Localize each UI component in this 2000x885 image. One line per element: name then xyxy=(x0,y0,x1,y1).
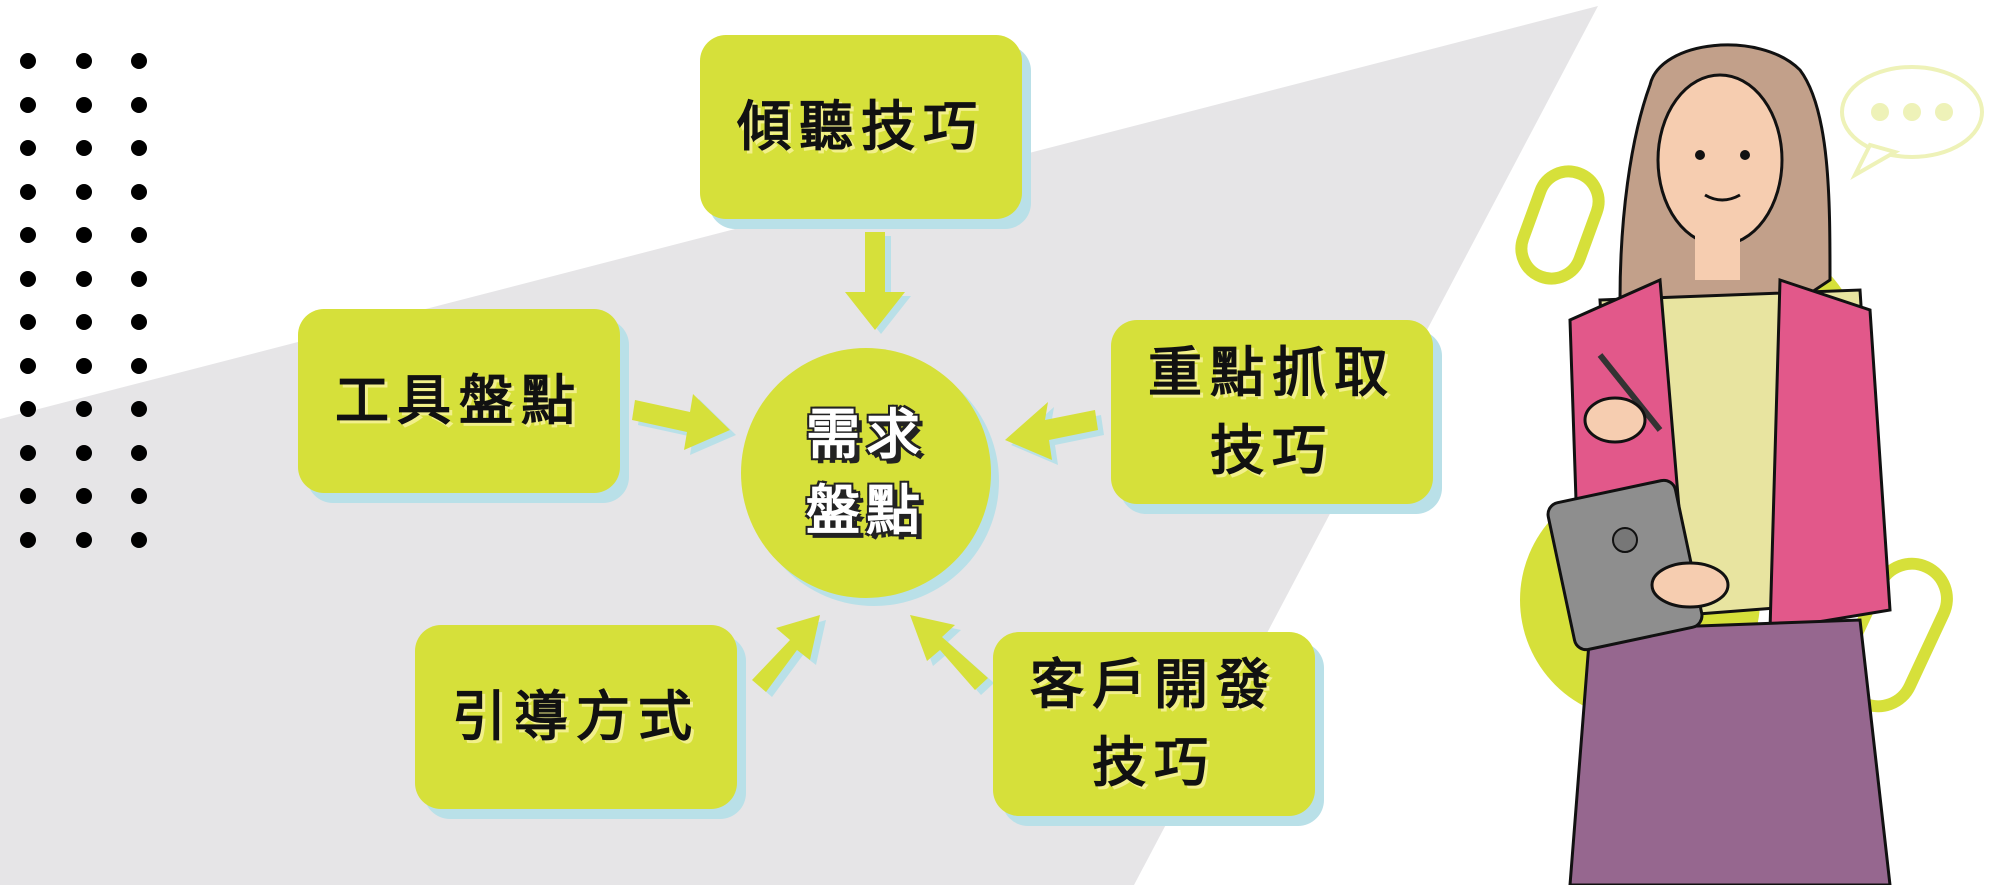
decorative-dot xyxy=(76,140,92,156)
decorative-dot xyxy=(20,270,36,287)
node-label: 引導方式 xyxy=(452,685,700,748)
decorative-dot xyxy=(131,140,147,156)
node-client-development-skills: 客戶開發 技巧 xyxy=(993,632,1315,816)
decorative-dot xyxy=(76,488,92,504)
decorative-dot xyxy=(20,444,36,461)
decorative-dot xyxy=(20,96,36,113)
decorative-dot xyxy=(20,357,36,374)
center-label: 需求 盤點 xyxy=(806,403,926,542)
arrow-from-listening xyxy=(845,232,911,334)
decorative-dot xyxy=(20,401,36,417)
decorative-dot xyxy=(20,488,36,504)
decorative-dot xyxy=(131,227,147,243)
node-label: 重點抓取 技巧 xyxy=(1148,341,1396,482)
decorative-dot xyxy=(131,531,147,548)
speech-bubble-icon xyxy=(1840,65,1984,181)
decorative-dot xyxy=(76,357,92,374)
decorative-dot xyxy=(76,444,92,461)
decorative-dot xyxy=(20,140,36,156)
decorative-dot xyxy=(76,96,92,113)
decorative-dot xyxy=(131,96,147,113)
decorative-dot xyxy=(131,401,147,417)
node-label: 傾聽技巧 xyxy=(737,95,985,158)
pen-icon xyxy=(1597,353,1663,432)
decorative-dot xyxy=(76,401,92,417)
arrow-from-guidance xyxy=(752,615,826,697)
node-key-point-skills: 重點抓取 技巧 xyxy=(1111,320,1433,504)
decorative-dot xyxy=(20,531,36,548)
decorative-dot xyxy=(76,227,92,243)
tablet-icon xyxy=(1546,478,1704,652)
decorative-dot xyxy=(20,183,36,200)
decorative-dot xyxy=(131,183,147,200)
decorative-dot xyxy=(131,314,147,330)
node-guidance-method: 引導方式 xyxy=(415,625,737,809)
node-label: 工具盤點 xyxy=(335,369,583,432)
decorative-dot xyxy=(131,357,147,374)
arrow-from-key-points xyxy=(1005,402,1104,465)
decorative-dot xyxy=(76,531,92,548)
decorative-dot xyxy=(76,53,92,69)
decorative-dot xyxy=(131,270,147,287)
node-tool-inventory: 工具盤點 xyxy=(298,309,620,493)
decorative-dot xyxy=(76,183,92,200)
decorative-dot xyxy=(20,314,36,330)
node-label: 客戶開發 技巧 xyxy=(1030,653,1278,794)
arrow-from-tools xyxy=(632,394,736,455)
decorative-dot xyxy=(20,227,36,243)
decorative-dot xyxy=(131,488,147,504)
decorative-dot xyxy=(76,314,92,330)
decorative-dot xyxy=(20,53,36,69)
decorative-dot xyxy=(76,270,92,287)
arrow-from-client-dev xyxy=(910,615,994,695)
decorative-dot xyxy=(131,444,147,461)
node-listening-skills: 傾聽技巧 xyxy=(700,35,1022,219)
decorative-dot xyxy=(131,53,147,69)
center-node-needs-inventory: 需求 盤點 xyxy=(741,348,991,598)
